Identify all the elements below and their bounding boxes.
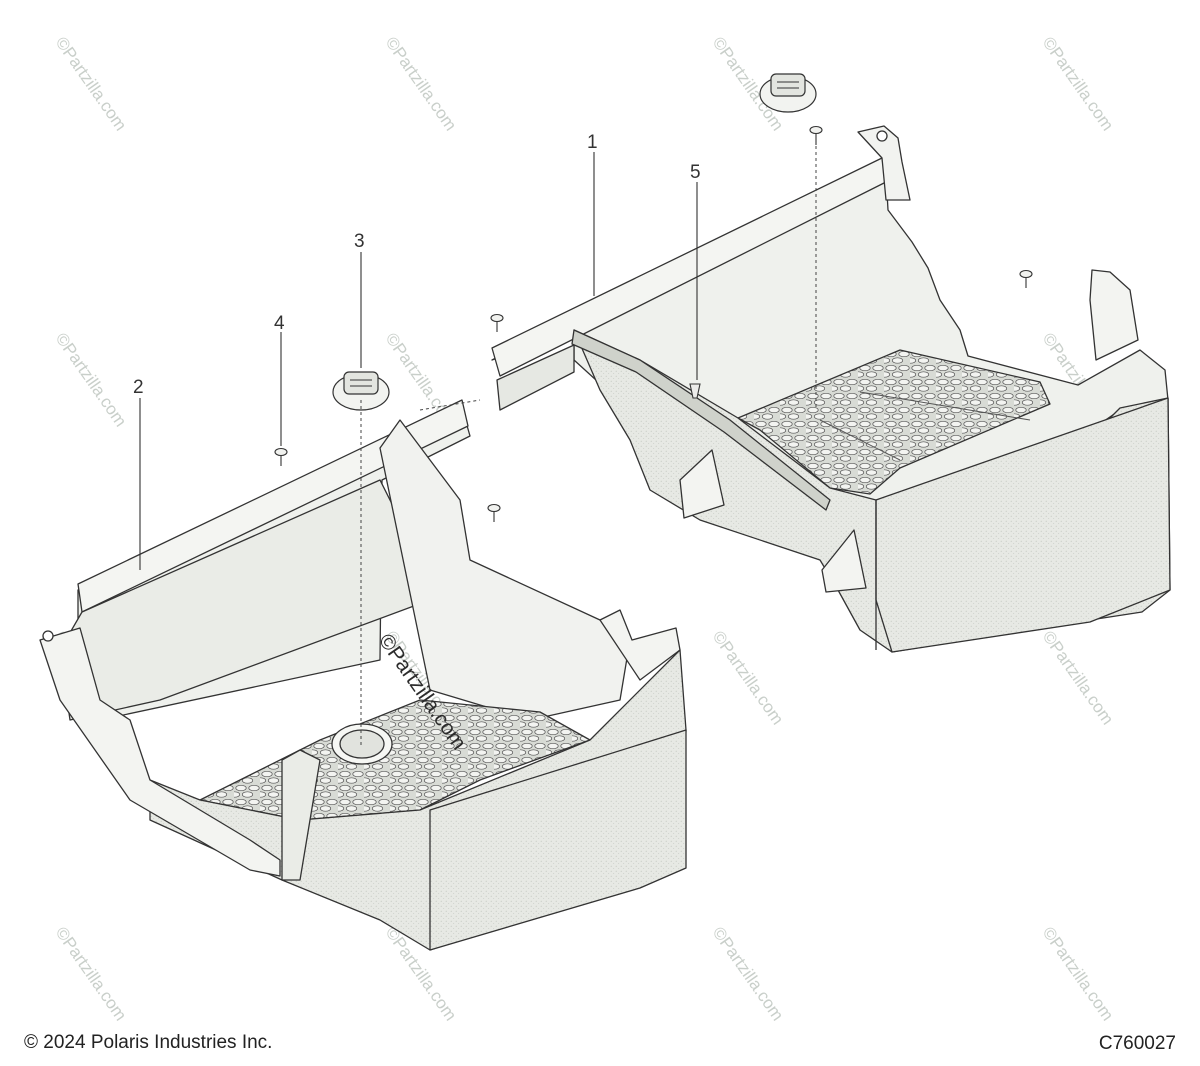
right-floor-panel: [491, 125, 1171, 653]
drain-plug-grommet-upper: [759, 73, 817, 113]
callout-1: 1: [587, 132, 598, 153]
leader-lines: [139, 152, 698, 570]
drain-plug-grommet: [332, 371, 390, 411]
callout-2: 2: [133, 377, 144, 398]
callout-5: 5: [690, 162, 701, 183]
watermark: ©Partzilla.com: [1039, 627, 1118, 728]
diagram-code: C760027: [1098, 1033, 1176, 1054]
callout-3: 3: [354, 231, 365, 252]
watermark: ©Partzilla.com: [382, 33, 461, 134]
left-floor-panel: [39, 399, 687, 951]
watermark: ©Partzilla.com: [52, 923, 131, 1024]
watermark: ©Partzilla.com: [52, 329, 131, 430]
watermark: ©Partzilla.com: [709, 627, 788, 728]
watermark: ©Partzilla.com: [1039, 923, 1118, 1024]
copyright-text: © 2024 Polaris Industries Inc.: [24, 1032, 273, 1053]
screw: [274, 125, 1033, 522]
assembly-guide-lines: [360, 146, 817, 745]
callout-4: 4: [274, 313, 285, 334]
watermark: ©Partzilla.com: [1039, 33, 1118, 134]
watermark: ©Partzilla.com: [709, 923, 788, 1024]
watermark: ©Partzilla.com: [52, 33, 131, 134]
push-rivet: [689, 383, 701, 399]
